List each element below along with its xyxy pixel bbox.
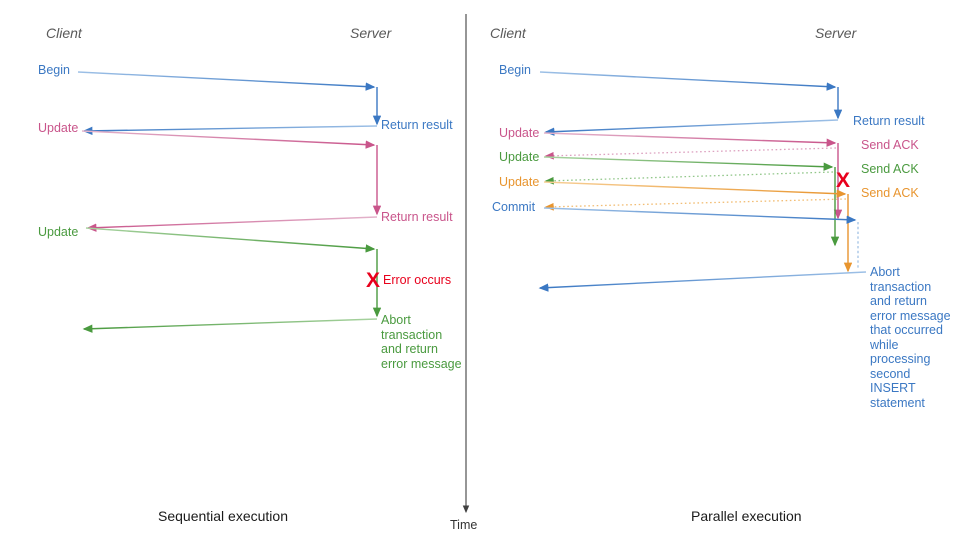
right-msg-abort-block: Abort transaction and return error messa… xyxy=(870,265,951,410)
left-msg-return-result-1: Return result xyxy=(381,118,453,132)
right-msg-send-ack-pink: Send ACK xyxy=(861,138,919,152)
arrow-update-2 xyxy=(85,227,376,253)
arrow-commit xyxy=(543,207,857,224)
right-msg-update-pink: Update xyxy=(499,126,540,140)
arrow-ack-green xyxy=(544,171,834,185)
right-msg-send-ack-orange: Send ACK xyxy=(861,186,919,200)
arrow-begin-p xyxy=(539,71,837,91)
arrow-update-orange-p xyxy=(543,181,847,198)
left-error-x-icon: X xyxy=(366,269,381,292)
left-client-label: Client xyxy=(46,25,82,41)
left-msg-update-1: Update xyxy=(38,121,79,135)
left-msg-return-result-2: Return result xyxy=(381,210,453,224)
left-server-label: Server xyxy=(350,25,392,41)
right-msg-send-ack-green: Send ACK xyxy=(861,162,919,176)
left-msg-abort-block: Abort transaction and return error messa… xyxy=(381,313,462,371)
right-panel-caption: Parallel execution xyxy=(691,508,802,524)
left-msg-update-2: Update xyxy=(38,225,79,239)
time-axis-label: Time xyxy=(450,518,478,532)
arrow-return-result-1 xyxy=(82,125,378,136)
arrow-abort-return xyxy=(82,318,378,333)
arrow-ack-orange xyxy=(544,198,847,211)
arrow-abort-return-p xyxy=(538,271,867,292)
right-msg-update-green: Update xyxy=(499,150,540,164)
right-msg-begin: Begin xyxy=(499,63,531,77)
left-panel-arrows xyxy=(77,71,382,333)
right-client-label: Client xyxy=(490,25,526,41)
right-panel-arrows xyxy=(538,71,867,292)
left-msg-error-occurs: Error occurs xyxy=(383,273,452,287)
arrow-return-result-p xyxy=(544,119,839,136)
left-panel-caption: Sequential execution xyxy=(158,508,288,524)
arrow-begin xyxy=(77,71,376,91)
right-error-x-icon: X xyxy=(836,169,851,192)
arrow-ack-pink xyxy=(544,147,837,160)
arrow-update-pink-p xyxy=(543,132,837,147)
arrow-update-1 xyxy=(81,130,376,149)
right-msg-commit: Commit xyxy=(492,200,536,214)
arrow-return-result-2 xyxy=(86,216,378,232)
right-msg-update-orange: Update xyxy=(499,175,540,189)
right-server-label: Server xyxy=(815,25,857,41)
right-msg-return-result: Return result xyxy=(853,114,925,128)
arrow-update-green-p xyxy=(543,156,834,171)
left-msg-begin: Begin xyxy=(38,63,70,77)
